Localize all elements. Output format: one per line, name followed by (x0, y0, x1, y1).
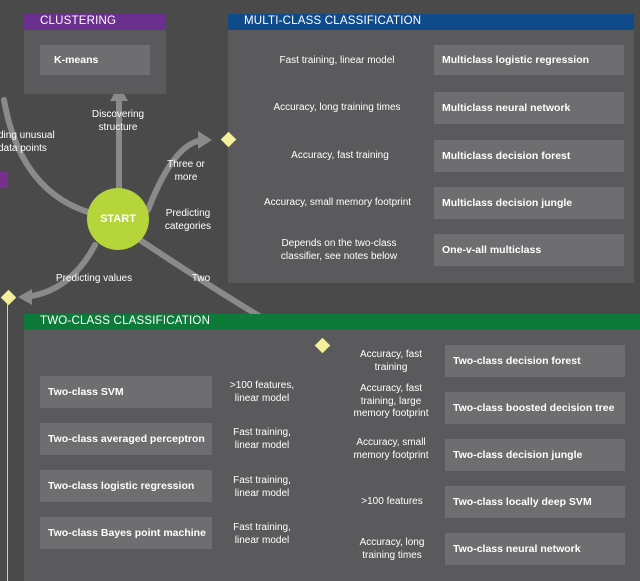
tc-right-criterion-1: Accuracy, fast training (359, 349, 423, 373)
label-discovering-structure: Discovering structure (91, 109, 145, 133)
label-two: Two (191, 273, 211, 284)
tc-averaged-perceptron-box: Two-class averaged perceptron (40, 423, 212, 455)
tc-locally-deep-svm-box: Two-class locally deep SVM (445, 486, 625, 518)
tc-bayes-point-machine-box: Two-class Bayes point machine (40, 517, 212, 549)
mc-criterion-4: Accuracy, small memory footprint (263, 197, 412, 208)
label-predicting-categories: Predicting categories (164, 208, 212, 232)
tc-left-criterion-1: >100 features, linear model (229, 380, 295, 404)
mc-criterion-2: Accuracy, long training times (273, 102, 401, 113)
tc-left-criterion-3: Fast training, linear model (233, 475, 291, 499)
mc-criterion-5: Depends on the two-class classifier, see… (280, 238, 398, 262)
tc-decision-forest-box: Two-class decision forest (445, 345, 625, 377)
multiclass-header: MULTI-CLASS CLASSIFICATION (228, 14, 634, 30)
tc-boosted-decision-tree-box: Two-class boosted decision tree (445, 392, 625, 424)
mc-criterion-3: Accuracy, fast training (291, 150, 389, 161)
mc-one-v-all-box: One-v-all multiclass (434, 234, 624, 266)
left-edge-line (7, 304, 8, 581)
start-node: START (87, 188, 149, 250)
tc-right-criterion-3: Accuracy, small memory footprint (353, 437, 429, 461)
tc-neural-network-box: Two-class neural network (445, 533, 625, 565)
clustering-header: CLUSTERING (24, 14, 166, 30)
label-three-or-more: Three or more (167, 159, 205, 183)
label-finding-unusual: ding unusual data points (0, 130, 55, 154)
tc-right-criterion-4: >100 features (361, 496, 423, 507)
twoclass-header: TWO-CLASS CLASSIFICATION (24, 314, 640, 330)
mc-decision-forest-box: Multiclass decision forest (434, 140, 624, 172)
mc-decision-jungle-box: Multiclass decision jungle (434, 187, 624, 219)
left-edge-bar (0, 172, 8, 188)
label-predicting-values: Predicting values (55, 273, 133, 284)
mc-criterion-1: Fast training, linear model (279, 55, 395, 66)
tc-left-criterion-2: Fast training, linear model (233, 427, 291, 451)
kmeans-box: K-means (40, 45, 150, 75)
mc-logistic-regression-box: Multiclass logistic regression (434, 45, 624, 75)
tc-right-criterion-5: Accuracy, long training times (359, 537, 425, 561)
mc-neural-network-box: Multiclass neural network (434, 92, 624, 124)
tc-left-criterion-4: Fast training, linear model (233, 522, 291, 546)
tc-right-criterion-2: Accuracy, fast training, large memory fo… (353, 383, 429, 419)
tc-svm-box: Two-class SVM (40, 376, 212, 408)
tc-decision-jungle-box: Two-class decision jungle (445, 439, 625, 471)
tc-logistic-regression-box: Two-class logistic regression (40, 470, 212, 502)
